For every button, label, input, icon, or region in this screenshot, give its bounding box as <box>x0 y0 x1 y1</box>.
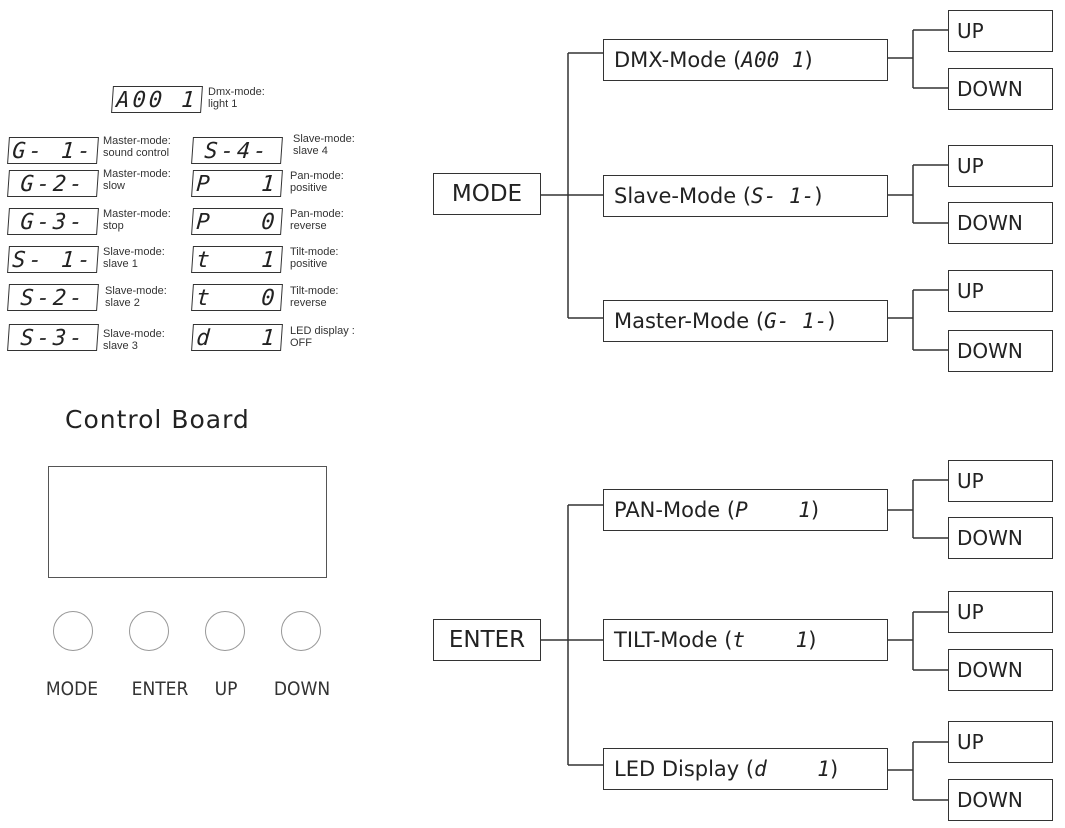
master-mode-box[interactable]: Master-Mode ( G- 1- ) <box>603 300 888 342</box>
enter-root-box[interactable]: ENTER <box>433 619 541 661</box>
up-knob-label: UP <box>214 678 238 700</box>
code-desc-g2: Master-mode:slow <box>103 168 171 192</box>
slave-mode-close: ) <box>814 184 823 208</box>
led-up-box[interactable]: UP <box>948 721 1053 763</box>
code-desc-s4: Slave-mode:slave 4 <box>293 133 355 157</box>
down-knob[interactable] <box>281 611 321 651</box>
tilt-mode-code: t 1 <box>732 628 809 652</box>
master-mode-close: ) <box>827 309 836 333</box>
code-desc-p0: Pan-mode:reverse <box>290 208 344 232</box>
dmx-mode-close: ) <box>804 48 813 72</box>
tilt-up-box[interactable]: UP <box>948 591 1053 633</box>
code-desc-s3: Slave-mode:slave 3 <box>103 328 165 352</box>
led-display-box[interactable]: LED Display ( d 1 ) <box>603 748 888 790</box>
code-desc-d1: LED display :OFF <box>290 325 355 349</box>
slave-down-box[interactable]: DOWN <box>948 202 1053 244</box>
dmx-mode-box[interactable]: DMX-Mode ( A00 1 ) <box>603 39 888 81</box>
dmx-mode-label: DMX-Mode ( <box>614 48 742 72</box>
code-desc-s1: Slave-mode:slave 1 <box>103 246 165 270</box>
mode-root-box[interactable]: MODE <box>433 173 541 215</box>
led-down-box[interactable]: DOWN <box>948 779 1053 821</box>
slave-up-box[interactable]: UP <box>948 145 1053 187</box>
tilt-down-box[interactable]: DOWN <box>948 649 1053 691</box>
code-desc-t1: Tilt-mode:positive <box>290 246 339 270</box>
code-desc-s2: Slave-mode:slave 2 <box>105 285 167 309</box>
tilt-mode-label: TILT-Mode ( <box>614 628 733 652</box>
led-display-code: d 1 <box>754 757 830 781</box>
master-mode-label: Master-Mode ( <box>614 309 765 333</box>
enter-knob[interactable] <box>129 611 169 651</box>
code-desc-t0: Tilt-mode:reverse <box>290 285 339 309</box>
board-display-screen <box>48 466 327 578</box>
code-desc-g1: Master-mode:sound control <box>103 135 171 159</box>
pan-mode-label: PAN-Mode ( <box>614 498 736 522</box>
down-knob-label: DOWN <box>273 678 331 700</box>
pan-up-box[interactable]: UP <box>948 460 1053 502</box>
mode-knob-label: MODE <box>45 678 99 700</box>
master-up-box[interactable]: UP <box>948 270 1053 312</box>
dmx-up-box[interactable]: UP <box>948 10 1053 52</box>
pan-mode-close: ) <box>810 498 820 522</box>
tilt-mode-close: ) <box>808 628 817 652</box>
tilt-mode-box[interactable]: TILT-Mode ( t 1 ) <box>603 619 888 661</box>
code-desc-p1: Pan-mode:positive <box>290 170 344 194</box>
led-display-label: LED Display ( <box>614 757 755 781</box>
slave-mode-code: S- 1- <box>751 184 815 208</box>
pan-down-box[interactable]: DOWN <box>948 517 1053 559</box>
enter-knob-label: ENTER <box>131 678 189 700</box>
mode-knob[interactable] <box>53 611 93 651</box>
dmx-mode-code: A00 1 <box>741 48 805 72</box>
slave-mode-label: Slave-Mode ( <box>614 184 752 208</box>
control-board-title: Control Board <box>65 405 250 434</box>
dmx-down-box[interactable]: DOWN <box>948 68 1053 110</box>
master-mode-code: G- 1- <box>764 309 828 333</box>
up-knob[interactable] <box>205 611 245 651</box>
code-desc-dmx: Dmx-mode:light 1 <box>208 86 265 110</box>
led-display-close: ) <box>829 757 839 781</box>
master-down-box[interactable]: DOWN <box>948 330 1053 372</box>
slave-mode-box[interactable]: Slave-Mode ( S- 1- ) <box>603 175 888 217</box>
code-desc-g3: Master-mode:stop <box>103 208 171 232</box>
pan-mode-box[interactable]: PAN-Mode ( P 1 ) <box>603 489 888 531</box>
pan-mode-code: P 1 <box>735 498 811 522</box>
